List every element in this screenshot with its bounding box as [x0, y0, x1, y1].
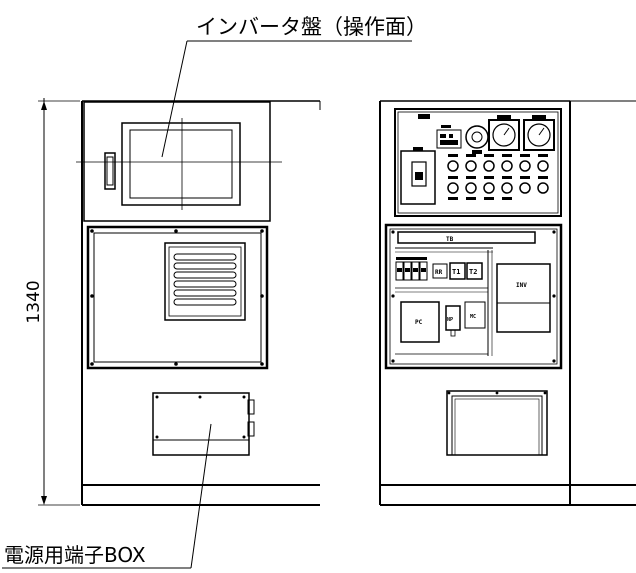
t1-label: T1 — [452, 268, 460, 276]
tb-label: TB — [446, 236, 454, 243]
door-handle — [104, 152, 116, 190]
pc-unit — [400, 301, 440, 343]
lower-door — [86, 225, 269, 370]
right-interior-view: TB RR T1 T2 — [379, 100, 636, 506]
display-window — [121, 122, 241, 206]
left-front-view: 1340 インバータ盤（操作面） 電源用端子BOX — [2, 15, 427, 569]
np-label: NP — [447, 317, 453, 323]
meter-left — [488, 115, 520, 151]
inverter-unit — [496, 263, 551, 333]
title-label: インバータ盤（操作面） — [196, 15, 427, 39]
inv-label: INV — [516, 282, 527, 289]
operation-panel-box — [83, 101, 271, 222]
speed-dial — [465, 125, 489, 149]
ventilation-louver — [164, 242, 246, 321]
terminal-box — [152, 392, 255, 456]
rr-label: RR — [435, 269, 443, 276]
height-dimension: 1340 — [24, 98, 80, 506]
pc-label: PC — [415, 319, 423, 326]
terminal-block — [397, 231, 536, 244]
height-dimension-text: 1340 — [24, 280, 44, 323]
interior-compartment: TB RR T1 T2 — [384, 223, 563, 370]
mc-label: MC — [470, 314, 476, 320]
t2-label: T2 — [469, 268, 477, 276]
terminal-box-label: 電源用端子BOX — [4, 543, 146, 567]
indicator-lamps — [447, 154, 549, 200]
keypad — [436, 129, 462, 149]
meter-right — [523, 115, 555, 151]
control-panel — [394, 108, 562, 217]
lower-opening — [446, 390, 548, 456]
